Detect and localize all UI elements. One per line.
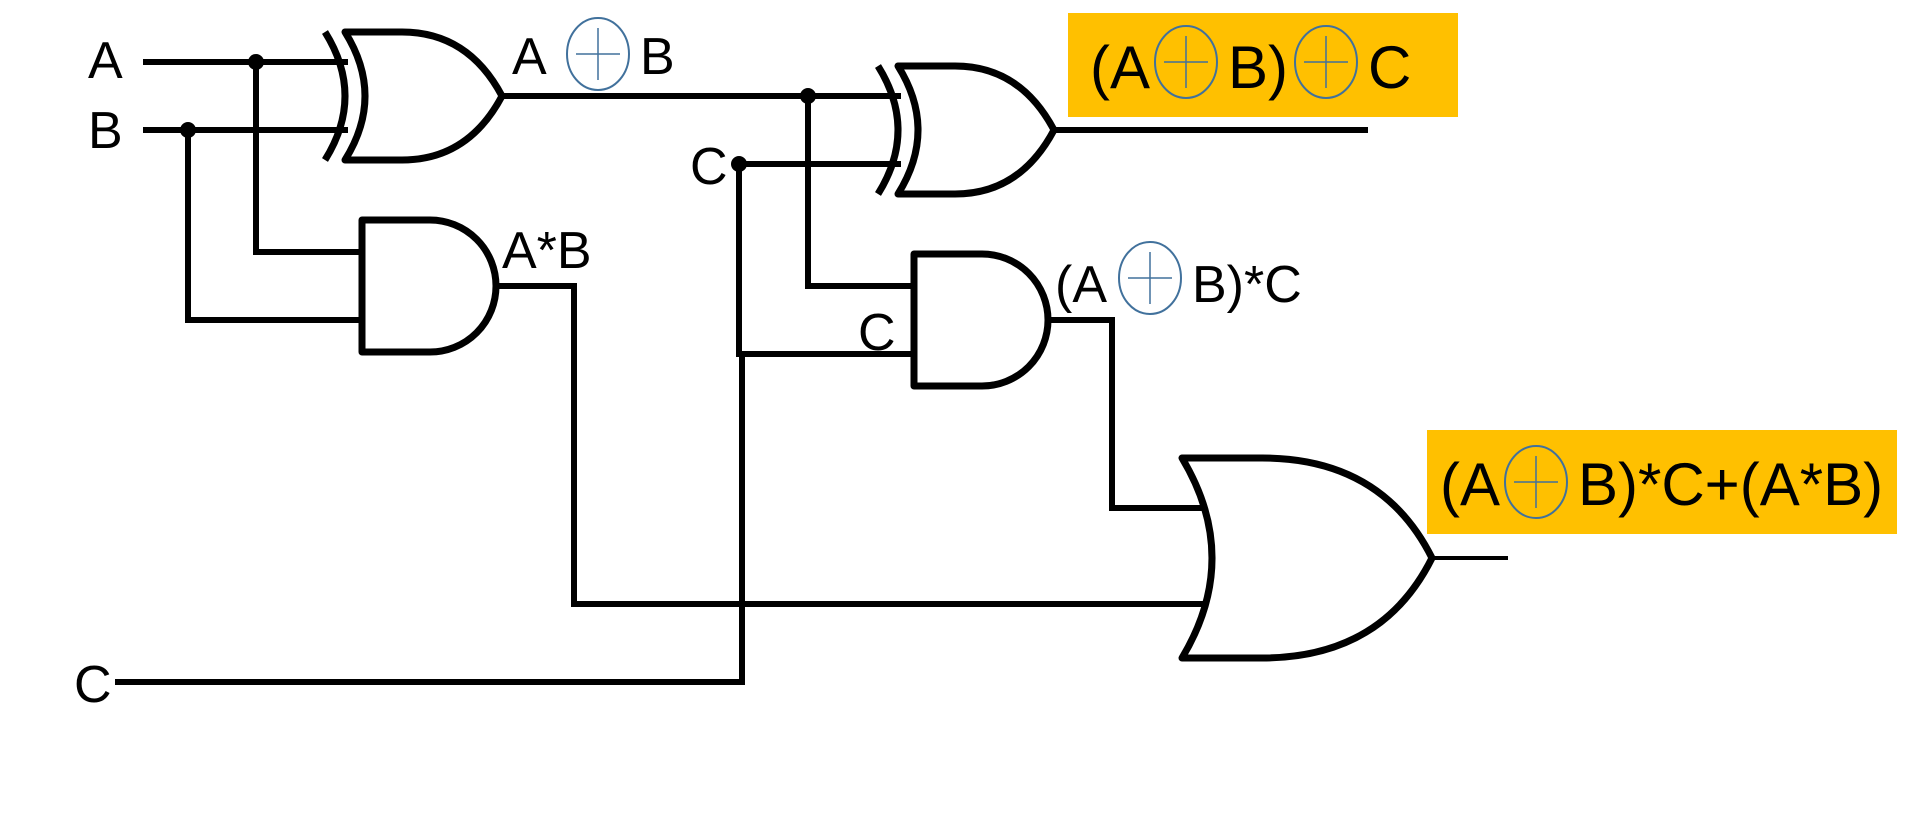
and-gate-2: [910, 250, 1052, 390]
junction-a: [248, 54, 264, 70]
and-gate-1: [358, 216, 500, 356]
circled-plus-icon: [1504, 445, 1568, 519]
input-label-c-bottom: C: [74, 656, 112, 714]
wire-and1-to-or: [493, 283, 1203, 607]
junction-b: [180, 122, 196, 138]
xor1-label-left: A: [512, 28, 547, 86]
circled-plus-icon: [1118, 241, 1182, 315]
xor1-label-right: B: [640, 28, 675, 86]
carry-output-label: (A B)*C+(A*B): [1440, 445, 1883, 519]
circled-plus-icon: [566, 17, 630, 91]
wire-and2-to-or: [1043, 317, 1208, 511]
junctions: [180, 54, 816, 172]
junction-xor1-out: [800, 88, 816, 104]
sum-label-mid: B): [1228, 34, 1288, 101]
and2-output-label: (A B)*C: [1055, 241, 1302, 315]
or-gate: [1178, 454, 1436, 662]
input-label-c-and2: C: [858, 304, 896, 362]
and2-label-left: (A: [1055, 256, 1107, 314]
and2-label-right: B)*C: [1192, 256, 1302, 314]
sum-output-label: (A B) C: [1090, 25, 1411, 101]
junction-c-mid: [731, 156, 747, 172]
wire-xor1-to-and2: [805, 93, 917, 289]
sum-label-right: C: [1368, 34, 1411, 101]
input-label-c-mid: C: [690, 138, 728, 196]
input-label-b: B: [88, 102, 123, 160]
wires: [115, 59, 1508, 685]
circled-plus-icon: [1294, 25, 1358, 99]
carry-label-right: B)*C+(A*B): [1578, 451, 1883, 518]
circled-plus-icon: [1154, 25, 1218, 99]
wire-input-c-bottom: [115, 351, 745, 685]
xor-gate-1: [322, 28, 506, 164]
sum-output-highlight: [1068, 13, 1458, 117]
wire-b-to-and1: [185, 127, 365, 323]
input-label-a: A: [88, 32, 123, 90]
and1-output-label: A*B: [502, 222, 592, 280]
xor1-output-label: A B: [512, 17, 675, 91]
wire-a-to-and1: [253, 59, 365, 255]
sum-label-left: (A: [1090, 34, 1150, 101]
carry-label-left: (A: [1440, 451, 1500, 518]
xor-gate-2: [875, 62, 1058, 198]
